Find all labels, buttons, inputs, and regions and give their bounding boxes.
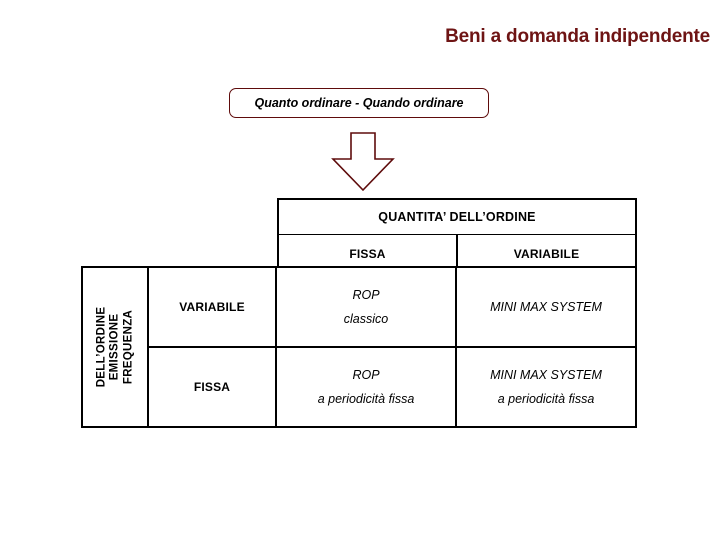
table-row: FISSA ROP a periodicità fissa MINI MAX S…: [149, 346, 635, 426]
quantity-group-header-label: QUANTITA’ DELL’ORDINE: [378, 210, 536, 224]
row-group-label-line-2: EMISSIONE: [108, 313, 121, 381]
quantity-group-header: QUANTITA’ DELL’ORDINE: [279, 200, 635, 235]
column-header-fissa: FISSA: [349, 247, 386, 261]
subtitle-callout-label: Quanto ordinare - Quando ordinare: [254, 96, 464, 110]
matrix-rows: VARIABILE ROP classico MINI MAX SYSTEM F…: [149, 268, 635, 426]
matrix-table: FREQUENZA EMISSIONE DELL’ORDINE VARIABIL…: [81, 266, 637, 428]
row-group-label-line-3: DELL’ORDINE: [95, 306, 108, 388]
page-title: Beni a domanda indipendente: [445, 26, 710, 47]
cell-line-2: classico: [343, 312, 389, 326]
arrow-down-icon: [329, 131, 397, 193]
table-row: VARIABILE ROP classico MINI MAX SYSTEM: [149, 268, 635, 346]
cell-line-1: MINI MAX SYSTEM: [490, 299, 602, 314]
row-group-label-line-1: FREQUENZA: [121, 309, 134, 385]
row-group-label: FREQUENZA EMISSIONE DELL’ORDINE: [83, 268, 149, 426]
quantity-header-block: QUANTITA’ DELL’ORDINE FISSA VARIABILE: [277, 198, 637, 273]
cell-variabile-fissa: ROP classico: [277, 268, 455, 346]
cell-variabile-variabile: MINI MAX SYSTEM: [455, 268, 635, 346]
cell-line-1: MINI MAX SYSTEM: [490, 367, 602, 382]
cell-line-1: ROP: [352, 367, 380, 382]
row-header-fissa: FISSA: [149, 348, 277, 426]
cell-fissa-fissa: ROP a periodicità fissa: [277, 348, 455, 426]
cell-line-2: a periodicità fissa: [497, 392, 595, 406]
cell-line-2: a periodicità fissa: [317, 392, 415, 406]
column-header-variabile: VARIABILE: [456, 235, 635, 273]
quantity-subheader-row: FISSA VARIABILE: [279, 235, 635, 273]
cell-line-1: ROP: [352, 287, 380, 302]
row-header-variabile: VARIABILE: [149, 268, 277, 346]
subtitle-callout-box: Quanto ordinare - Quando ordinare: [229, 88, 489, 118]
cell-fissa-variabile: MINI MAX SYSTEM a periodicità fissa: [455, 348, 635, 426]
